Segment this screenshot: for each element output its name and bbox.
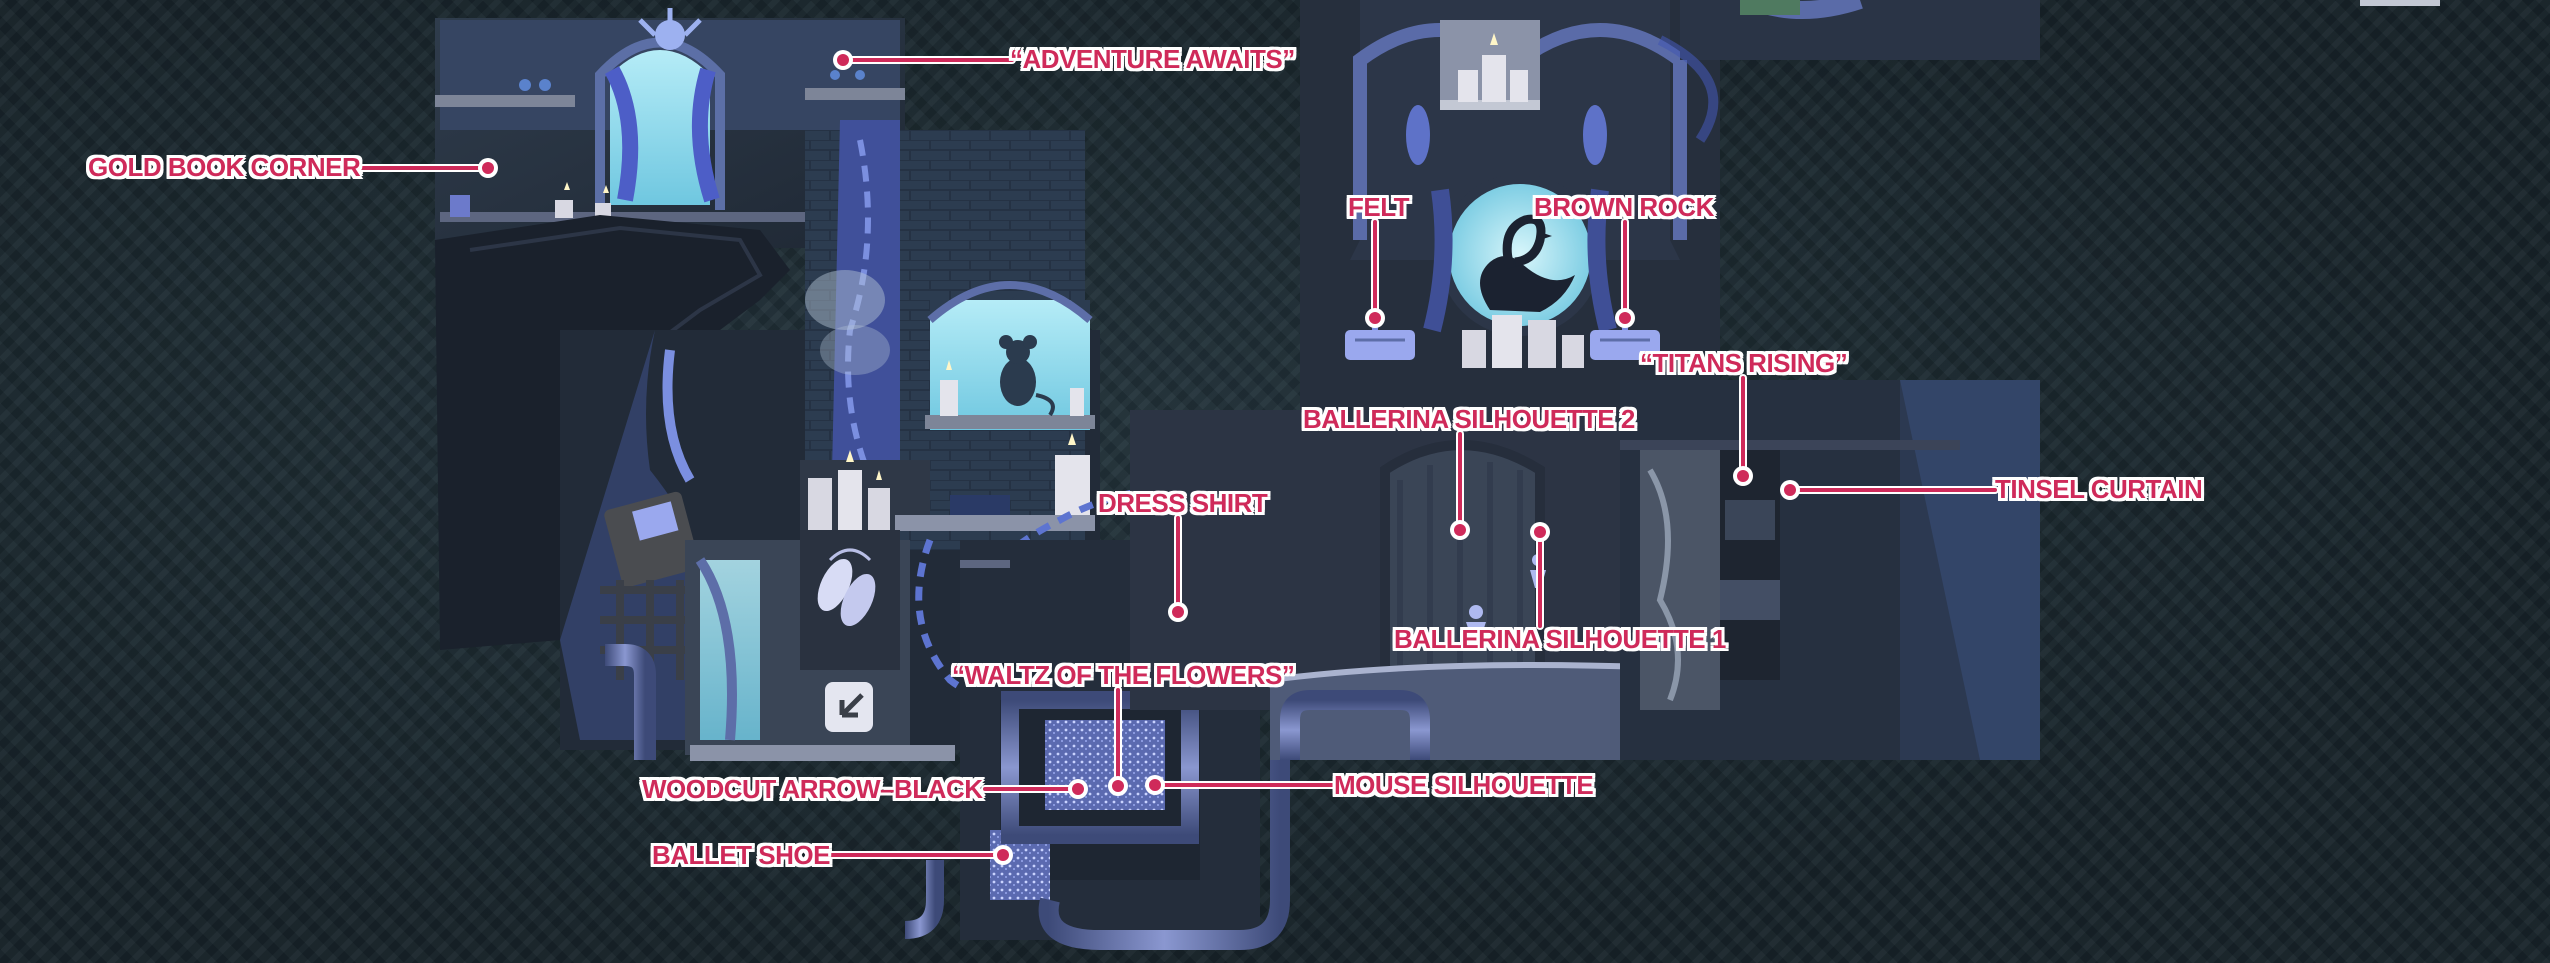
- right-annex: [1620, 380, 2040, 760]
- mouse-silhouette-icon: [999, 335, 1055, 417]
- candle-icon: [940, 360, 1084, 416]
- felt-label: FELT: [1348, 192, 1410, 222]
- lower-middle: [685, 477, 1333, 761]
- mouse-silhouette-label: MOUSE SILHOUETTE: [1334, 770, 1594, 800]
- ballerina-silhouette-2-label: BALLERINA SILHOUETTE 2: [1303, 404, 1635, 434]
- titans-rising-label: “TITANS RISING”: [1640, 348, 1848, 378]
- waltz-of-the-flowers-label: “WALTZ OF THE FLOWERS”: [952, 660, 1295, 690]
- candle-icon: [808, 450, 890, 530]
- woodcut-arrow-icon: [825, 682, 873, 732]
- brown-rock-label: BROWN ROCK: [1534, 192, 1714, 222]
- ballet-shoe-icon: [817, 548, 876, 627]
- left-wall: [560, 330, 720, 760]
- dress-shirt-label: DRESS SHIRT: [1098, 488, 1268, 518]
- tinsel-curtain-label: TINSEL CURTAIN: [1995, 474, 2203, 504]
- adventure-awaits-label: “ADVENTURE AWAITS”: [1010, 44, 1295, 74]
- callouts: [354, 50, 1999, 865]
- right-tower: [1300, 0, 1720, 440]
- ballet-shoe-label: BALLET SHOE: [652, 840, 830, 870]
- woodcut-arrow-black-label: WOODCUT ARROW–BLACK: [642, 774, 983, 804]
- candle-icon: [1458, 33, 1528, 102]
- candle-icon: [1462, 315, 1584, 368]
- ballerina-silhouette-1-label: BALLERINA SILHOUETTE 1: [1394, 624, 1726, 654]
- top-right-remnants: [1657, 0, 2440, 143]
- swan-silhouette-icon: [1480, 214, 1575, 312]
- gold-book-corner-label: GOLD BOOK CORNER: [88, 152, 361, 182]
